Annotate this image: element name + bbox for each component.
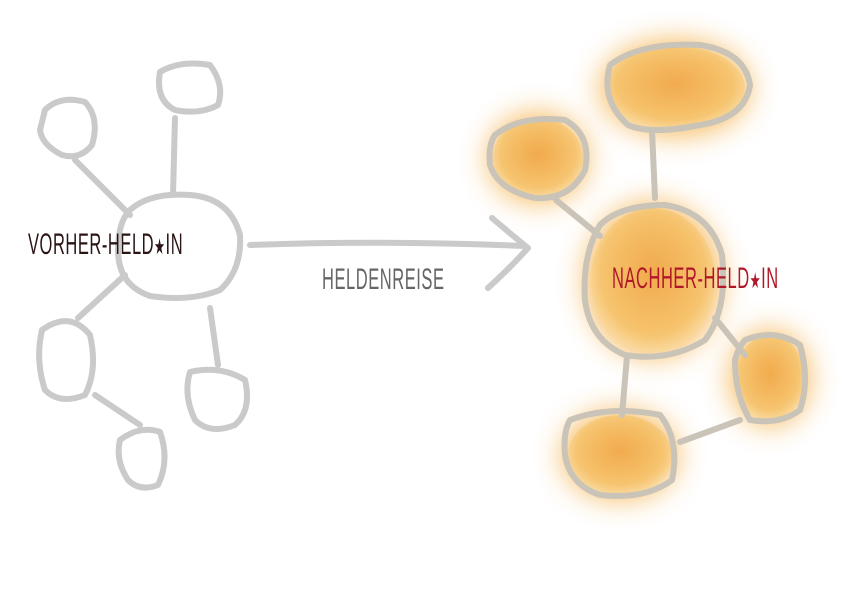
label-text: IN [165,228,184,261]
star-icon: ★ [154,234,166,259]
before-hero-label: VORHER-HELD★IN [28,228,183,262]
node [37,96,98,160]
connector [553,197,603,239]
node [732,332,808,425]
connector [75,272,128,321]
connector [170,115,178,198]
after-network [486,40,810,500]
connector [649,127,658,201]
node [184,366,250,432]
connector [92,392,143,428]
node [486,116,590,202]
connector [619,353,630,418]
after-hero-label: NACHHER-HELD★IN [612,262,779,296]
node [156,60,224,115]
node [561,408,678,499]
node [36,318,97,402]
connector [72,157,133,218]
journey-arrow [247,215,531,291]
journey-label: HELDENREISE [322,263,445,296]
connector [207,305,221,368]
connector [677,417,743,445]
label-text: IN [761,262,779,295]
node [115,426,168,491]
label-text: VORHER-HELD [28,228,155,261]
before-hero-node [115,191,244,301]
label-text: NACHHER-HELD [612,262,750,295]
node [604,41,753,133]
before-network [36,60,250,491]
star-icon: ★ [749,268,762,293]
after-hero-node [581,202,727,360]
